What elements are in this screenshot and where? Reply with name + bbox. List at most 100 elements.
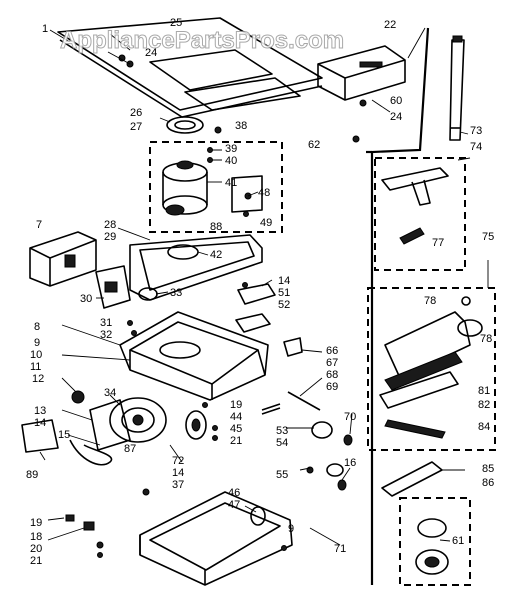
callout-48: 48	[258, 187, 270, 199]
bottom-plate	[139, 488, 293, 586]
callout-10: 10	[30, 349, 42, 361]
front-wheel	[250, 506, 266, 526]
callout-81: 81	[478, 385, 490, 397]
callout-7: 7	[36, 219, 42, 231]
callout-14-c: 14	[172, 467, 184, 479]
motor-ring	[166, 116, 222, 134]
dusting-brush	[399, 497, 471, 586]
callout-51: 51	[278, 287, 290, 299]
callout-47: 47	[228, 499, 240, 511]
callout-66: 66	[326, 345, 338, 357]
callout-18: 18	[30, 531, 42, 543]
callout-53: 53	[276, 425, 288, 437]
callout-28: 28	[104, 219, 116, 231]
brush-roll-parts	[306, 463, 347, 491]
callout-61: 61	[452, 535, 464, 547]
callout-84: 84	[478, 421, 490, 433]
callout-86: 86	[482, 477, 494, 489]
callout-78-b: 78	[480, 333, 492, 345]
callout-25: 25	[170, 17, 182, 29]
divider-line-right	[370, 27, 430, 585]
callout-22: 22	[384, 19, 396, 31]
callout-labels: 1 25 24 22 60 24 73 74 26 27 38 39 40 41…	[26, 17, 494, 567]
callout-21: 21	[230, 435, 242, 447]
callout-73: 73	[470, 125, 482, 137]
callout-89: 89	[26, 469, 38, 481]
callout-8: 8	[34, 321, 40, 333]
callout-75: 75	[482, 231, 494, 243]
callout-41: 41	[225, 177, 237, 189]
wand-tube	[449, 35, 465, 141]
callout-71: 71	[334, 543, 346, 555]
spring-68	[287, 391, 321, 411]
callout-32: 32	[100, 329, 112, 341]
callout-78: 78	[424, 295, 436, 307]
callout-88: 88	[210, 221, 222, 233]
callout-14: 14	[278, 275, 290, 287]
hose-loop	[129, 234, 263, 301]
screw-62	[352, 135, 360, 143]
callout-44: 44	[230, 411, 242, 423]
small-hardware	[65, 514, 287, 558]
callout-72: 72	[172, 455, 184, 467]
switch-parts	[95, 265, 158, 336]
callout-19-b: 19	[30, 517, 42, 529]
bag-door	[29, 231, 97, 287]
callout-30: 30	[80, 293, 92, 305]
crevice-tool	[381, 461, 443, 497]
callout-33: 33	[170, 287, 182, 299]
watermark-text: AppliancePartsPros.com	[60, 27, 344, 54]
callout-11: 11	[30, 361, 41, 373]
callout-14-b: 14	[34, 417, 46, 429]
callout-15: 15	[58, 429, 70, 441]
callout-55: 55	[276, 469, 288, 481]
fan-motor	[71, 390, 167, 451]
bumper-housing	[317, 45, 406, 107]
callout-34: 34	[104, 387, 116, 399]
callout-52: 52	[278, 299, 290, 311]
callout-77: 77	[432, 237, 444, 249]
callout-45: 45	[230, 423, 242, 435]
callout-54: 54	[276, 437, 288, 449]
rear-wheel	[185, 402, 218, 441]
callout-69: 69	[326, 381, 338, 393]
latch-parts	[235, 282, 276, 333]
callout-9: 9	[34, 337, 40, 349]
cord-and-plate	[21, 419, 113, 466]
callout-46: 46	[228, 487, 240, 499]
callout-70: 70	[344, 411, 356, 423]
leader-lines	[39, 27, 489, 546]
callout-19: 19	[230, 399, 242, 411]
floor-tool	[374, 157, 466, 271]
agitator-parts	[261, 403, 353, 446]
callout-9-b: 9	[288, 523, 294, 535]
callout-40: 40	[225, 155, 237, 167]
callout-74: 74	[470, 141, 482, 153]
callout-42: 42	[210, 249, 222, 261]
callout-39: 39	[225, 143, 237, 155]
callout-12: 12	[32, 373, 44, 385]
callout-87: 87	[124, 443, 136, 455]
callout-16: 16	[344, 457, 356, 469]
callout-85: 85	[482, 463, 494, 475]
callout-82: 82	[478, 399, 490, 411]
callout-27: 27	[130, 121, 142, 133]
callout-62: 62	[308, 139, 320, 151]
callout-21-b: 21	[30, 555, 42, 567]
callout-26: 26	[130, 107, 142, 119]
power-nozzle-box	[367, 287, 496, 451]
callout-1: 1	[42, 23, 48, 35]
callout-24: 24	[145, 47, 157, 59]
top-cover-assembly	[57, 17, 323, 118]
callout-68: 68	[326, 369, 338, 381]
callout-13: 13	[34, 405, 46, 417]
motor-assembly-box	[149, 141, 283, 233]
callout-24-b: 24	[390, 111, 402, 123]
main-body-pan	[119, 311, 269, 401]
clip-66	[283, 337, 303, 357]
callout-67: 67	[326, 357, 338, 369]
callout-60: 60	[390, 95, 402, 107]
callout-31: 31	[100, 317, 112, 329]
callout-38: 38	[235, 120, 247, 132]
